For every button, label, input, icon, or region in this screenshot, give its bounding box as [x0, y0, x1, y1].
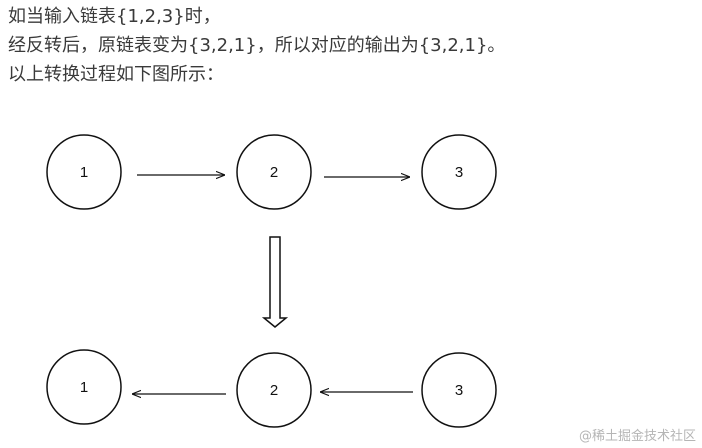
bottom-node-2: 2: [236, 352, 312, 428]
reversed-list: 1 2 3: [46, 349, 497, 428]
description-line-3: 以上转换过程如下图所示：: [8, 64, 224, 85]
original-list: 1 2 3: [46, 134, 497, 210]
bottom-node-3-label: 3: [455, 382, 463, 399]
watermark: @稀土掘金技术社区: [578, 429, 696, 444]
top-node-3: 3: [421, 134, 497, 210]
description-line-1: 如当输入链表{1,2,3}时，: [8, 6, 221, 27]
bottom-node-3: 3: [421, 352, 497, 428]
transform-down-arrow-icon: [261, 236, 289, 328]
description-line-2: 经反转后，原链表变为{3,2,1}，所以对应的输出为{3,2,1}。: [8, 35, 506, 56]
description-text: 如当输入链表{1,2,3}时， 经反转后，原链表变为{3,2,1}，所以对应的输…: [8, 2, 698, 89]
top-node-1-label: 1: [80, 164, 88, 181]
bottom-node-2-label: 2: [270, 382, 278, 399]
bottom-node-1: 1: [46, 349, 122, 425]
top-node-3-label: 3: [455, 164, 463, 181]
top-node-2-label: 2: [270, 164, 278, 181]
top-node-1: 1: [46, 134, 122, 210]
top-node-2: 2: [236, 134, 312, 210]
bottom-node-1-label: 1: [80, 379, 88, 396]
